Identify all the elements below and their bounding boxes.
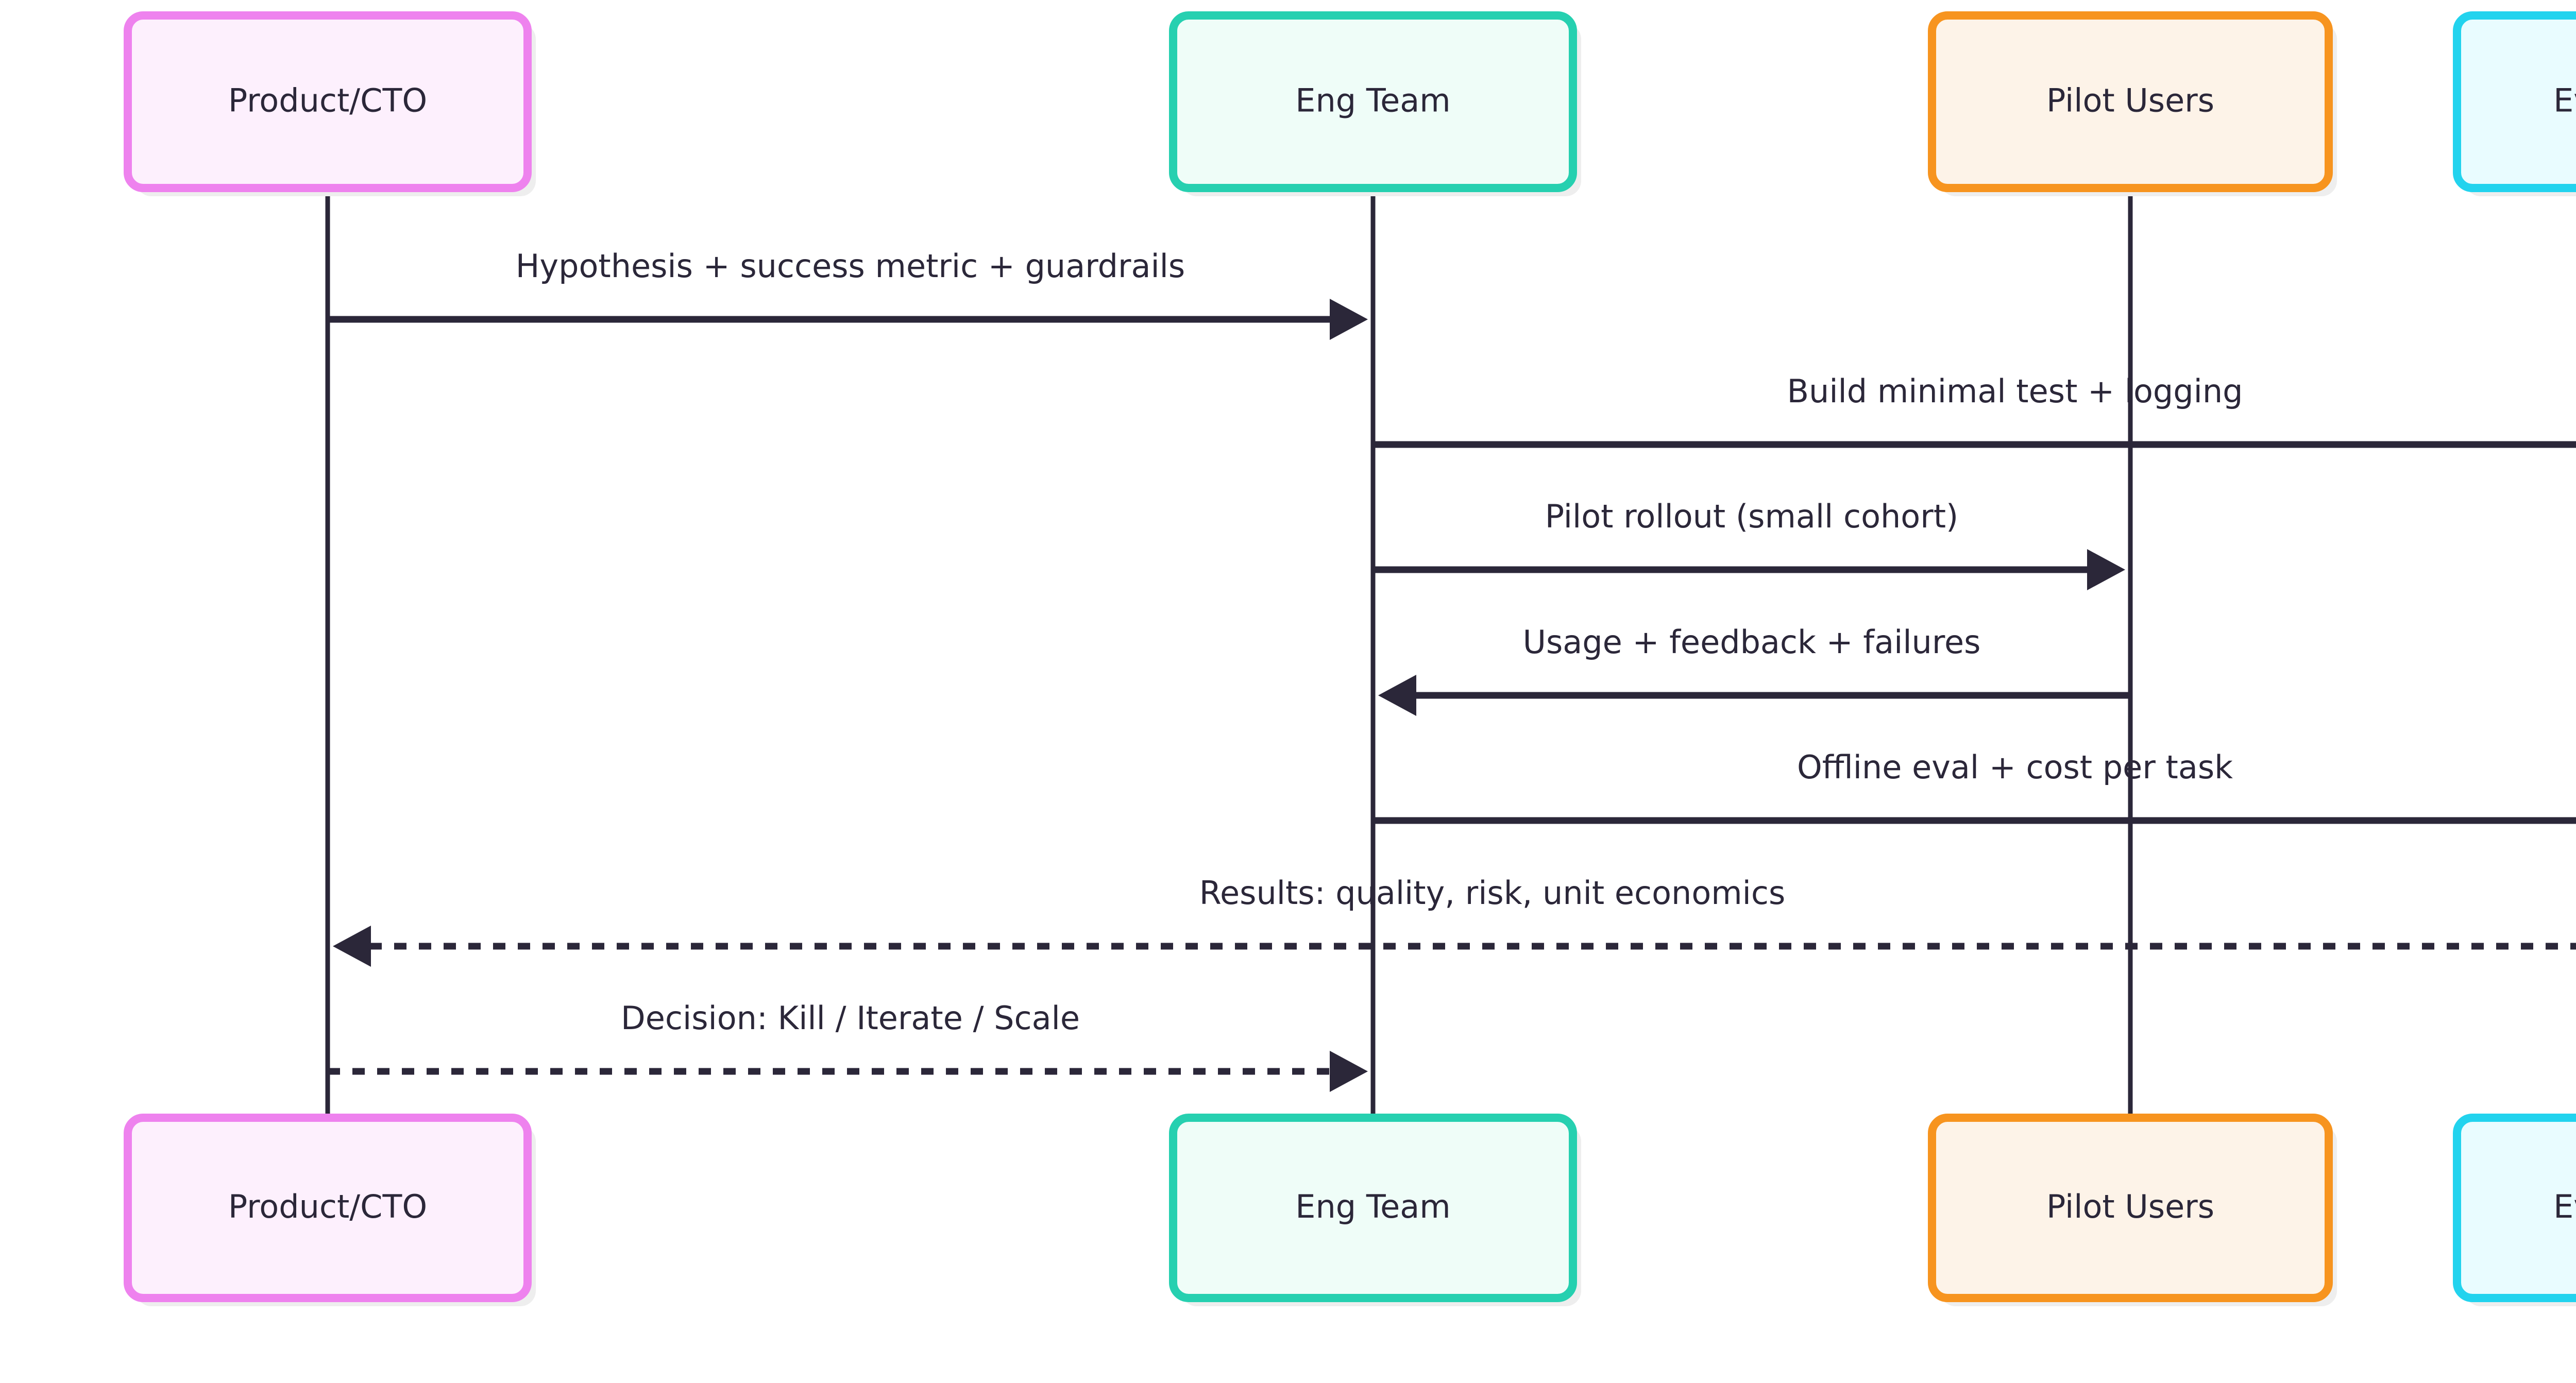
message-arrowhead-4 (1378, 675, 1416, 716)
participant-box-pilot-users-top[interactable] (1928, 11, 2333, 192)
participant-box-eng-team-top[interactable] (1169, 11, 1577, 192)
message-6: Results: quality, risk, unit economics (333, 874, 2576, 967)
message-label-6: Results: quality, risk, unit economics (1199, 874, 1786, 912)
message-arrowhead-1 (1330, 299, 1368, 340)
participant-box-eng-team-bottom[interactable] (1169, 1114, 1577, 1302)
participant-box-product-cto-bottom[interactable] (124, 1114, 532, 1302)
message-arrowhead-3 (2087, 549, 2125, 590)
participant-label-product-cto-top: Product/CTO (228, 82, 427, 119)
participant-label-eng-team-top: Eng Team (1295, 82, 1450, 119)
messages-group: Hypothesis + success metric + guardrails… (328, 247, 2576, 1092)
participant-label-pilot-users-bottom: Pilot Users (2046, 1188, 2214, 1225)
participant-box-eval-harness-top[interactable] (2453, 11, 2576, 192)
message-3: Pilot rollout (small cohort) (1373, 498, 2125, 590)
message-label-2: Build minimal test + logging (1787, 372, 2243, 410)
participant-label-eng-team-bottom: Eng Team (1295, 1188, 1450, 1225)
message-2: Build minimal test + logging (1373, 372, 2576, 448)
participant-boxes-bottom: Product/CTO Eng Team Pilot Users Eval Harne… (124, 1114, 2576, 1306)
message-arrowhead-7 (1330, 1051, 1368, 1092)
participant-label-product-cto-bottom: Product/CTO (228, 1188, 427, 1225)
message-arrowhead-6 (333, 926, 371, 967)
message-label-5: Offline eval + cost per task (1797, 748, 2233, 786)
message-7: Decision: Kill / Iterate / Scale (328, 999, 1368, 1092)
message-4: Usage + feedback + failures (1378, 623, 2130, 716)
message-1: Hypothesis + success metric + guardrails (328, 247, 1368, 340)
message-label-4: Usage + feedback + failures (1523, 623, 1981, 661)
participant-box-eval-harness-bottom[interactable] (2453, 1114, 2576, 1302)
participant-box-product-cto-top[interactable] (124, 11, 532, 192)
participant-label-pilot-users-top: Pilot Users (2046, 82, 2214, 119)
message-label-7: Decision: Kill / Iterate / Scale (621, 999, 1080, 1037)
participant-boxes-top: Product/CTO Eng Team Pilot Users Eval Harne… (124, 11, 2576, 196)
message-label-1: Hypothesis + success metric + guardrails (516, 247, 1185, 285)
participant-label-eval-harness-top: Eval Harness (2553, 82, 2576, 119)
lifelines-group (325, 188, 2133, 1118)
participant-box-pilot-users-bottom[interactable] (1928, 1114, 2333, 1302)
message-5: Offline eval + cost per task (1373, 748, 2576, 824)
participant-label-eval-harness-bottom: Eval Harness (2553, 1188, 2576, 1225)
message-label-3: Pilot rollout (small cohort) (1545, 498, 1958, 535)
